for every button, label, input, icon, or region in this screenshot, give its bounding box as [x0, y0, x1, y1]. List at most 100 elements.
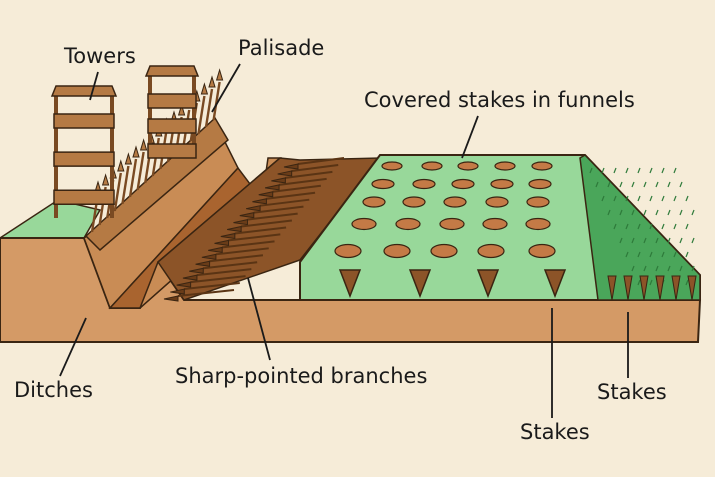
label-stakes-right: Stakes — [597, 380, 667, 404]
sharp-branch — [253, 205, 304, 214]
label-towers: Towers — [64, 44, 136, 68]
covered-funnel — [477, 243, 505, 259]
grass-tuft — [649, 223, 653, 230]
grass-tuft — [601, 195, 605, 202]
sharp-branch — [297, 157, 345, 165]
tower-deck — [147, 118, 197, 134]
callout-line — [211, 63, 241, 113]
label-palisade: Palisade — [238, 36, 325, 60]
palisade-tip — [177, 103, 186, 116]
tower-deck — [53, 113, 115, 129]
covered-funnel — [371, 178, 395, 190]
grass-tuft — [601, 167, 605, 174]
tower-deck — [53, 189, 115, 205]
grass-tuft — [637, 251, 641, 258]
field-stake — [607, 275, 617, 301]
palisade-stake — [128, 158, 138, 198]
grass-tuft — [613, 195, 617, 202]
tower-roof — [144, 65, 200, 77]
palisade-stake — [121, 165, 130, 205]
tower-right — [144, 65, 200, 159]
grass-tuft — [667, 237, 671, 244]
palisade-stake — [113, 172, 122, 212]
callout-line — [89, 71, 99, 101]
sharp-branch — [228, 233, 281, 242]
branch-point — [277, 170, 293, 177]
palisade-stake — [204, 88, 214, 128]
palisade-stake — [212, 81, 221, 121]
covered-funnel — [381, 161, 403, 171]
sharp-branch — [234, 226, 287, 235]
palisade-tip — [117, 159, 125, 172]
covered-funnel — [430, 243, 458, 259]
covered-funnel — [528, 243, 556, 259]
grass-tuft — [679, 181, 683, 188]
grass-tuft — [631, 209, 635, 216]
tower-roof — [50, 85, 118, 97]
tower-deck — [147, 143, 197, 159]
callout-lines — [59, 63, 629, 418]
grass-tuft — [691, 265, 695, 272]
palisade-tip — [132, 145, 140, 158]
grass-tuft — [595, 181, 599, 188]
grass-tuft — [685, 251, 689, 258]
field-stake — [687, 275, 697, 301]
stake-field — [299, 154, 701, 301]
grass-tuft — [679, 237, 683, 244]
grass-tuft — [685, 195, 689, 202]
grass-tuft — [691, 209, 695, 216]
grass-tuft — [619, 237, 623, 244]
label-branches: Sharp-pointed branches — [175, 364, 428, 388]
grass-tuft — [631, 237, 635, 244]
sharp-branch — [247, 212, 298, 221]
grass-tuft — [655, 209, 659, 216]
covered-funnel — [490, 178, 514, 190]
branch-point — [176, 281, 192, 288]
branch-point — [201, 253, 217, 260]
grass-tuft — [637, 167, 641, 174]
grass-strip — [579, 154, 701, 301]
grass-tuft — [637, 195, 641, 202]
callout-line — [461, 115, 479, 159]
grass-tuft — [643, 209, 647, 216]
covered-funnel — [362, 196, 386, 208]
grass-tuft — [661, 223, 665, 230]
grass-tuft — [673, 251, 677, 258]
grass-tuft — [661, 195, 665, 202]
sharp-branch — [209, 254, 264, 263]
branch-point — [227, 225, 242, 233]
covered-funnel — [412, 178, 436, 190]
grass-tuft — [643, 237, 647, 244]
grass-tuft — [607, 209, 611, 216]
grass-tuft — [643, 181, 647, 188]
branch-point — [182, 274, 198, 281]
palisade-tip — [101, 173, 110, 186]
grass-tuft — [679, 265, 683, 272]
grass-tuft — [649, 167, 653, 174]
grass-tuft — [637, 279, 641, 286]
palisade-stake — [136, 151, 145, 191]
grass-tuft — [667, 265, 671, 272]
funnel-stake — [543, 269, 567, 299]
sharp-branch — [278, 177, 327, 186]
covered-funnel — [383, 243, 411, 259]
branch-point — [264, 184, 280, 191]
label-stakes-center: Stakes — [520, 420, 590, 444]
covered-funnel — [494, 161, 516, 171]
branch-point — [163, 295, 179, 302]
covered-funnel — [482, 217, 508, 231]
branch-point — [252, 198, 267, 205]
funnel-stake — [338, 269, 362, 299]
palisade-tip — [124, 152, 133, 165]
grass-tuft — [649, 195, 653, 202]
grass-tuft — [625, 223, 629, 230]
palisade-tip — [200, 82, 209, 95]
label-ditches: Ditches — [14, 378, 93, 402]
covered-funnel — [451, 178, 475, 190]
covered-funnel — [526, 196, 550, 208]
palisade-tip — [208, 75, 216, 88]
grass-tuft — [667, 209, 671, 216]
grass-tuft — [625, 195, 629, 202]
sharp-branch — [272, 184, 321, 193]
